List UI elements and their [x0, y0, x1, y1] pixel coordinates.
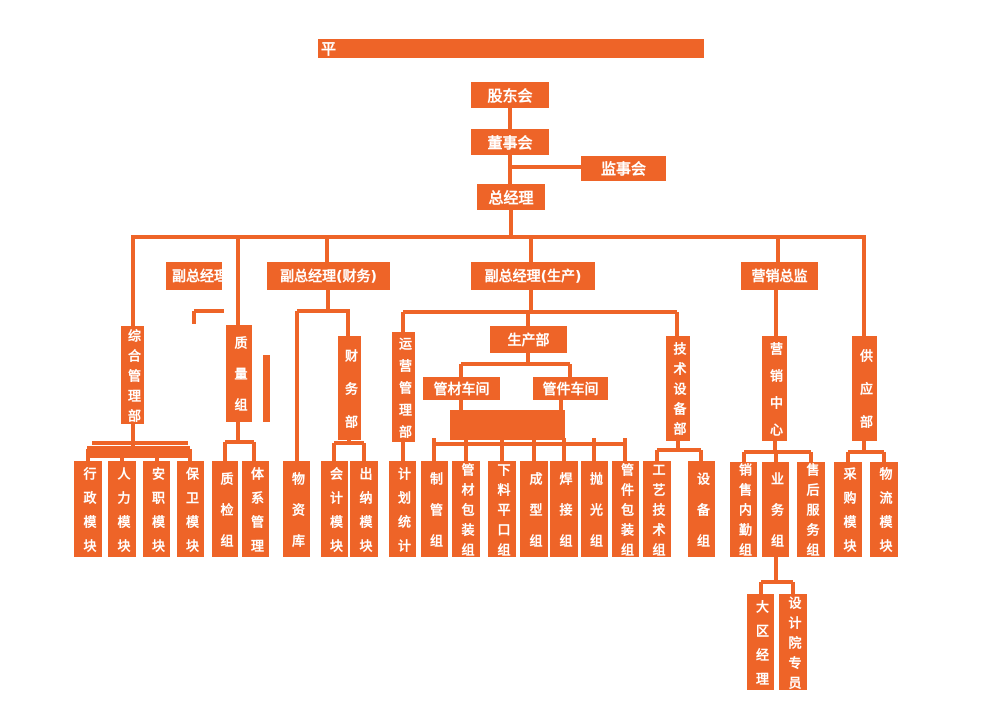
title-bar: 平 [318, 39, 704, 58]
node-cashier-module: 出纳模块 [350, 461, 378, 563]
node-supervisory-board: 监事会 [581, 156, 666, 181]
node-qc-group: 质检组 [212, 461, 238, 565]
node-board: 董事会 [471, 129, 549, 155]
unlabeled-box [450, 410, 565, 440]
node-supply-dept: 供应部 [852, 336, 877, 448]
node-finance-dept: 财务部 [338, 336, 361, 448]
node-accounting-module: 会计模块 [321, 461, 348, 563]
node-design-institute-specialist: 设计院专员 [779, 594, 807, 696]
node-welding-group: 焊接组 [550, 461, 578, 565]
node-quality-group: 质量组 [226, 325, 252, 429]
node-pipe-workshop: 管材车间 [423, 377, 500, 400]
node-equipment-group: 设备组 [688, 461, 715, 565]
node-tech-equipment-dept: 技术设备部 [666, 336, 690, 442]
node-craft-tech-group: 工艺技术组 [643, 461, 671, 563]
node-after-sales-group: 售后服务组 [797, 462, 825, 563]
node-marketing-director: 营销总监 [741, 262, 818, 290]
node-general-manager: 总经理 [477, 184, 545, 210]
node-safety-module: 安职模块 [143, 461, 170, 563]
node-polishing-group: 抛光组 [581, 461, 608, 565]
node-regional-manager: 大区经理 [747, 594, 774, 696]
node-planning-stats: 计划统计 [389, 461, 416, 563]
unlabeled-strip [263, 355, 270, 422]
node-system-mgmt-group: 体系管理 [242, 461, 269, 563]
node-marketing-center: 营销中心 [762, 336, 787, 450]
node-business-group: 业务组 [762, 462, 789, 565]
node-fitting-workshop: 管件车间 [533, 377, 608, 400]
node-fitting-packing-group: 管件包装组 [612, 461, 639, 563]
node-hr-module: 人力模块 [108, 461, 136, 563]
node-general-admin-dept: 综合管理部 [121, 326, 144, 429]
node-production-dept: 生产部 [490, 326, 567, 353]
node-shareholders: 股东会 [471, 82, 549, 108]
node-sales-support-group: 销售内勤组 [730, 462, 757, 563]
node-cutting-group: 下料平口组 [488, 461, 516, 563]
node-pipe-packing-group: 管材包装组 [452, 461, 480, 563]
node-vice-gm-production: 副总经理(生产) [471, 262, 595, 290]
node-security-module: 保卫模块 [177, 461, 204, 563]
node-materials-warehouse: 物资库 [283, 461, 310, 565]
unlabeled-bar [87, 446, 190, 458]
node-operations-dept: 运营管理部 [392, 332, 415, 447]
node-pipe-making-group: 制管组 [421, 461, 448, 565]
node-logistics-module: 物流模块 [870, 462, 898, 563]
node-forming-group: 成型组 [520, 461, 548, 565]
node-purchasing-module: 采购模块 [834, 462, 862, 563]
node-vice-gm-finance: 副总经理(财务) [267, 262, 390, 290]
node-admin-module: 行政模块 [74, 461, 102, 563]
node-vice-gm-truncated: 副总经理 [166, 262, 222, 290]
